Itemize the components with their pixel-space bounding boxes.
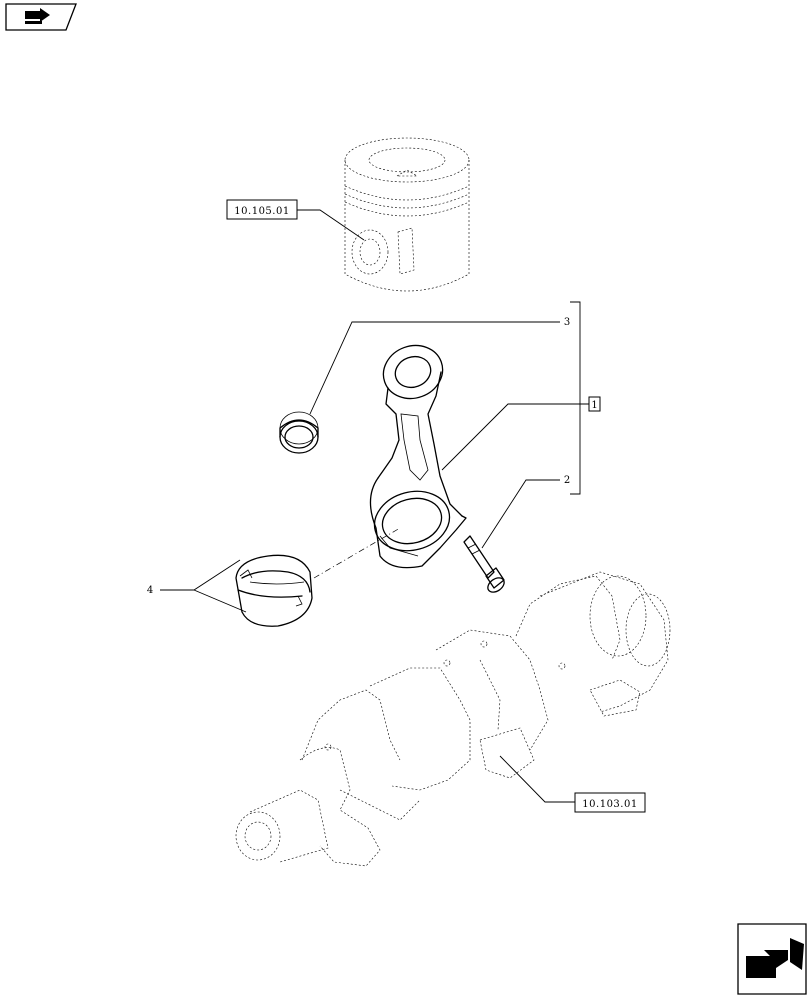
bearing-leader-upper	[160, 559, 241, 591]
arrow-book-icon	[25, 8, 50, 24]
arrow-out-icon	[746, 938, 804, 978]
bearing-leader-lower	[193, 589, 247, 613]
small-end-bushing	[279, 411, 319, 454]
crankshaft-reference-label: 10.103.01	[582, 799, 637, 810]
prev-page-button[interactable]	[5, 3, 77, 31]
big-end-bearing-shells	[235, 554, 313, 627]
bushing-callout-label: 3	[564, 317, 570, 328]
crankshaft-leader	[499, 755, 575, 803]
crankshaft-reference-box[interactable]: 10.103.01	[574, 792, 646, 813]
bolt-leader	[481, 479, 560, 549]
kit-callout-label: 1	[591, 400, 597, 411]
crankshaft-ghost	[235, 571, 671, 867]
bolt-callout-label: 2	[564, 475, 570, 486]
kit-bracket	[570, 301, 581, 495]
piston-leader	[297, 209, 365, 241]
bearing-callout-label: 4	[147, 585, 153, 596]
kit-leader	[441, 403, 589, 471]
connecting-rod	[369, 344, 467, 569]
center-line	[313, 527, 401, 579]
next-page-button[interactable]	[737, 923, 807, 995]
conrod-bolt	[463, 535, 505, 593]
piston-ghost	[344, 137, 470, 292]
bushing-leader	[309, 321, 560, 415]
piston-reference-label: 10.105.01	[234, 206, 289, 217]
piston-reference-box[interactable]: 10.105.01	[226, 199, 298, 220]
